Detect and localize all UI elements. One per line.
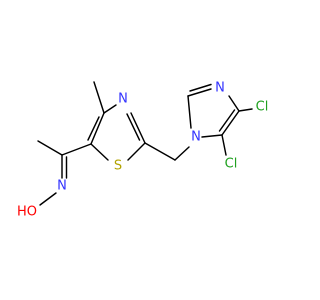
bond-c4im-c5im-1 (221, 110, 240, 136)
bond-methyl-oxime-carbon (37, 140, 63, 156)
molecule-structure: N HO S N N N Cl Cl (0, 0, 300, 300)
bond-oxime-carbon-c5 (61, 143, 92, 156)
bond-c2im-n3-1 (187, 88, 212, 97)
bond-n3-c4im (228, 95, 240, 112)
bond-c4-methyl (93, 81, 105, 114)
thiazole-sulfur-label: S (114, 159, 122, 174)
bond-n1-c2im (187, 95, 192, 129)
hydroxyl-oxygen-label: HO (17, 205, 37, 220)
bond-c4-c5-2 (87, 116, 100, 141)
imidazole-n3-label: N (215, 81, 225, 96)
bond-c5im-cl (221, 134, 227, 156)
bond-c5im-n1 (201, 134, 223, 138)
chlorine-lower-label: Cl (225, 157, 238, 172)
imidazole-n1-label: N (191, 130, 201, 145)
bond-s-c2 (127, 142, 146, 161)
thiazole-nitrogen-label: N (118, 92, 128, 107)
bonds (37, 81, 253, 206)
chlorine-upper-label: Cl (256, 100, 269, 115)
bond-c4im-cl (238, 108, 253, 112)
background (0, 0, 300, 300)
bond-c2im-n3-2 (189, 83, 212, 92)
atom-labels: N HO S N N N Cl Cl (17, 81, 268, 220)
bond-c2-ch2 (144, 142, 176, 161)
oxime-nitrogen-label: N (57, 179, 67, 194)
bond-c5-s (90, 143, 109, 161)
bond-n3-c4 (103, 104, 117, 114)
bond-oxime-n-o (39, 192, 57, 206)
bond-c2-n3-1 (130, 112, 146, 144)
bond-c2-n3-2 (126, 113, 141, 141)
bond-c4im-c5im-2 (218, 109, 236, 132)
bond-ch2-n1 (174, 146, 190, 161)
bond-c4-c5-1 (90, 112, 105, 145)
